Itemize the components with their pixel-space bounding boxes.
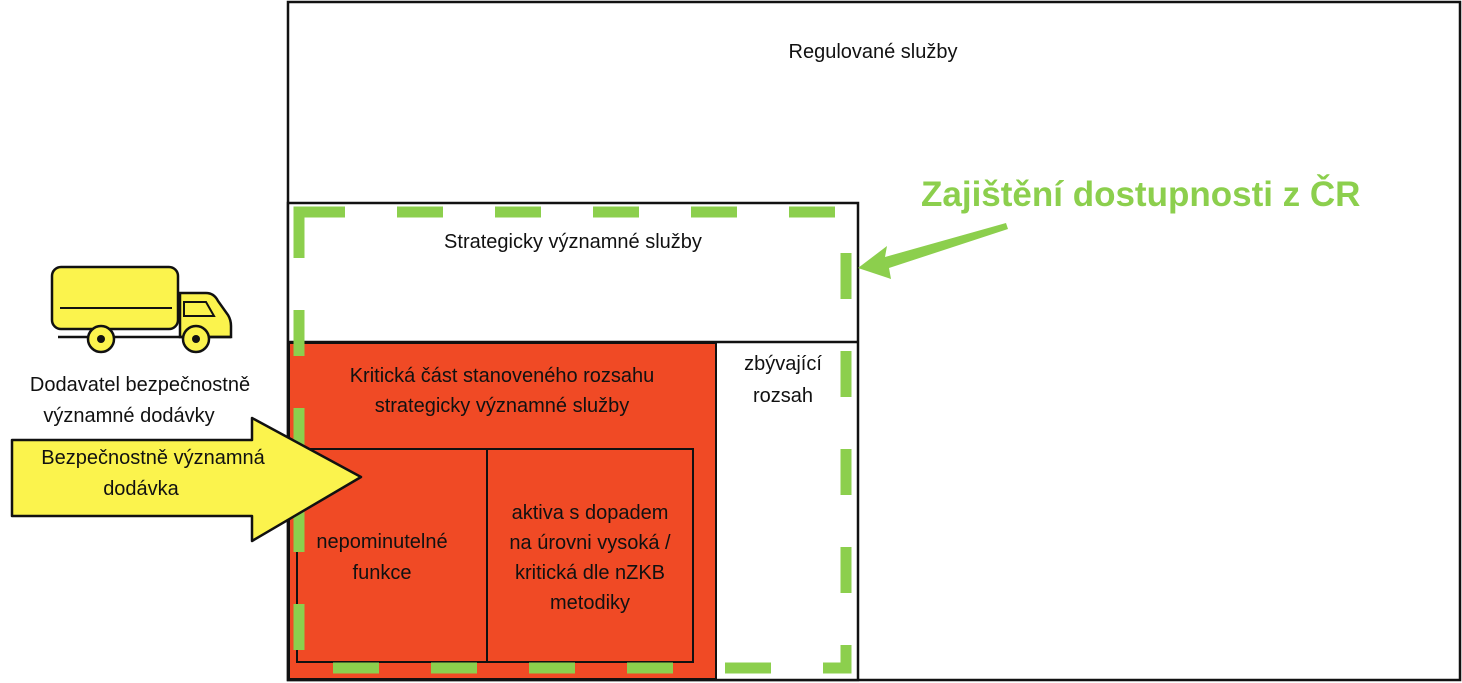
availability-label: Zajištění dostupnosti z ČR bbox=[921, 174, 1360, 214]
availability-arrow bbox=[858, 223, 1008, 279]
critical-part-label-line2: strategicky významné služby bbox=[375, 395, 630, 417]
high-impact-assets-box bbox=[486, 448, 694, 663]
strategic-services-label: Strategicky významné služby bbox=[444, 231, 702, 253]
critical-part-label-line1: Kritická část stanoveného rozsahu bbox=[350, 365, 655, 387]
supplier-label-line1: Dodavatel bezpečnostně bbox=[30, 374, 250, 396]
availability-dashed-boundary bbox=[293, 206, 852, 674]
high-impact-assets-line4: metodiky bbox=[550, 592, 630, 614]
truck-icon bbox=[50, 265, 233, 354]
supplier-label-line2: významné dodávky bbox=[43, 405, 214, 427]
remaining-scope-line1: zbývající bbox=[744, 353, 822, 375]
critical-part-box bbox=[288, 342, 717, 680]
essential-functions-line2: funkce bbox=[353, 562, 412, 584]
supply-label-line1: Bezpečnostně významná bbox=[41, 447, 265, 469]
essential-functions-line1: nepominutelné bbox=[316, 531, 447, 553]
supply-arrow bbox=[10, 416, 363, 543]
remaining-scope-line2: rozsah bbox=[753, 385, 813, 407]
high-impact-assets-line3: kritická dle nZKB bbox=[515, 562, 665, 584]
high-impact-assets-line1: aktiva s dopadem bbox=[512, 502, 669, 524]
regulated-services-label: Regulované služby bbox=[789, 41, 958, 63]
supply-label-line2: dodávka bbox=[103, 478, 179, 500]
high-impact-assets-line2: na úrovni vysoká / bbox=[509, 532, 671, 554]
